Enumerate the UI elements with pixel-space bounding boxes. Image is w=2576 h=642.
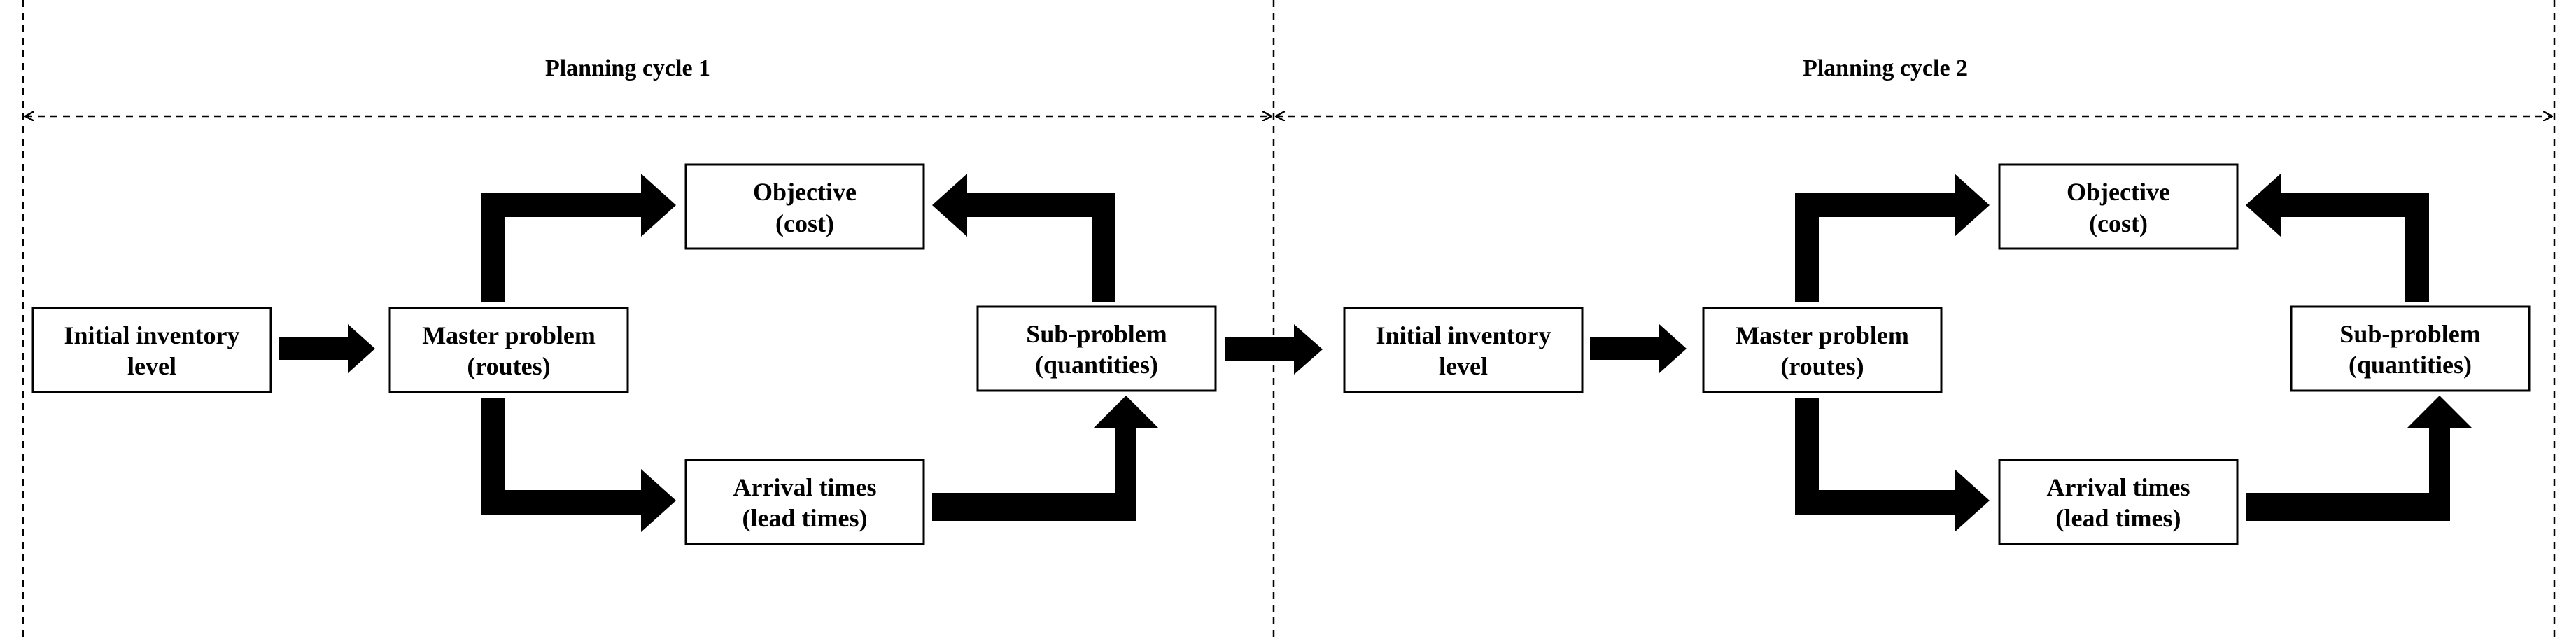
- arrow-initial-to-master: [279, 324, 375, 373]
- initial-inventory-box: Initial inventory level: [31, 307, 272, 393]
- initial-inventory-label-line2: level: [1439, 352, 1488, 380]
- master-problem-box: Master problem (routes): [388, 307, 629, 393]
- arrow-master-to-arrival: [1795, 398, 1990, 532]
- master-problem-label-line2: (routes): [1780, 352, 1864, 380]
- initial-inventory-label-line1: Initial inventory: [64, 321, 239, 349]
- arrival-times-box: Arrival times (lead times): [684, 459, 925, 545]
- initial-inventory-label-line1: Initial inventory: [1375, 321, 1551, 349]
- sub-problem-label-line2: (quantities): [1035, 351, 1158, 379]
- master-problem-label-line2: (routes): [467, 352, 550, 380]
- sub-problem-label-line1: Sub-problem: [1026, 320, 1167, 348]
- sub-problem-label-line1: Sub-problem: [2339, 320, 2480, 348]
- objective-box: Objective (cost): [1998, 163, 2239, 250]
- cycle-2-title: Planning cycle 2: [1803, 55, 1968, 81]
- arrow-sub-to-objective: [932, 174, 1115, 302]
- sub-problem-box: Sub-problem (quantities): [2290, 305, 2531, 392]
- cycle-1-title: Planning cycle 1: [545, 55, 710, 81]
- objective-label-line1: Objective: [753, 178, 857, 206]
- objective-box: Objective (cost): [684, 163, 925, 250]
- arrow-arrival-to-sub: [932, 396, 1159, 521]
- arrow-master-to-objective: [1795, 174, 1990, 302]
- objective-label-line1: Objective: [2067, 178, 2170, 206]
- arrival-times-label-line2: (lead times): [2056, 504, 2181, 532]
- master-problem-label-line1: Master problem: [422, 321, 596, 349]
- master-problem-label-line1: Master problem: [1736, 321, 1909, 349]
- initial-inventory-box: Initial inventory level: [1343, 307, 1584, 393]
- sub-problem-box: Sub-problem (quantities): [976, 305, 1217, 392]
- arrow-cycle-transition: [1225, 324, 1323, 375]
- objective-label-line2: (cost): [2089, 209, 2148, 237]
- objective-label-line2: (cost): [775, 209, 834, 237]
- arrow-master-to-arrival: [481, 398, 676, 532]
- sub-problem-label-line2: (quantities): [2349, 351, 2472, 379]
- arrow-arrival-to-sub: [2246, 396, 2472, 521]
- initial-inventory-label-line2: level: [127, 352, 176, 380]
- arrival-times-box: Arrival times (lead times): [1998, 459, 2239, 545]
- arrow-master-to-objective: [481, 174, 676, 302]
- arrival-times-label-line2: (lead times): [742, 504, 868, 532]
- arrival-times-label-line1: Arrival times: [2047, 473, 2190, 501]
- cycle-2: Initial inventory level Master problem (…: [1343, 163, 2531, 545]
- arrow-initial-to-master: [1590, 324, 1687, 373]
- cycle-1: Initial inventory level Master problem (…: [31, 163, 1217, 545]
- arrow-sub-to-objective: [2246, 174, 2429, 302]
- arrival-times-label-line1: Arrival times: [733, 473, 877, 501]
- master-problem-box: Master problem (routes): [1702, 307, 1943, 393]
